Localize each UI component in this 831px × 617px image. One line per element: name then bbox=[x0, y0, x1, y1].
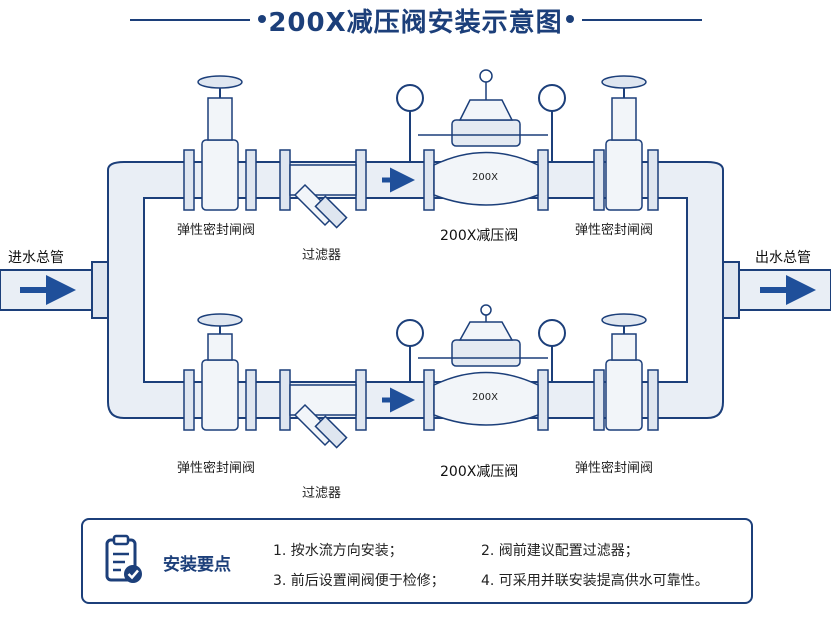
lower-prv-label: 200X减压阀 bbox=[440, 464, 519, 480]
lower-gate-valve-right-label: 弹性密封闸阀 bbox=[575, 461, 654, 476]
right-manifold-pipe bbox=[654, 161, 724, 419]
title-dot-right bbox=[566, 15, 574, 23]
outlet-tee-flange bbox=[722, 261, 740, 319]
upper-filter-label: 过滤器 bbox=[302, 248, 342, 263]
inlet-main-label: 进水总管 bbox=[8, 250, 64, 266]
lower-pressure-reducing-valve bbox=[396, 304, 566, 431]
title-bar: 200X减压阀安装示意图 bbox=[0, 0, 831, 44]
upper-gate-valve-right bbox=[593, 75, 659, 211]
title-rule-right bbox=[582, 19, 702, 21]
title-dot-left bbox=[258, 15, 266, 23]
installation-notes-box: 安装要点 1. 按水流方向安装； 2. 阀前建议配置过滤器； 3. 前后设置闸阀… bbox=[81, 518, 753, 604]
upper-pressure-reducing-valve bbox=[396, 69, 566, 211]
upper-filter bbox=[279, 149, 367, 229]
note-item-1: 1. 按水流方向安装； bbox=[273, 543, 403, 559]
left-manifold-pipe bbox=[107, 161, 191, 419]
clipboard-check-icon bbox=[105, 534, 142, 583]
note-item-3: 3. 前后设置闸阀便于检修； bbox=[273, 573, 445, 589]
upper-gate-valve-left-label: 弹性密封闸阀 bbox=[177, 223, 256, 238]
title-rule-left bbox=[130, 19, 250, 21]
lower-gate-valve-right bbox=[593, 313, 659, 431]
upper-gate-valve-left bbox=[183, 75, 257, 211]
lower-prv-body-mark: 200X bbox=[472, 392, 498, 403]
note-item-4: 4. 可采用并联安装提高供水可靠性。 bbox=[481, 573, 709, 589]
lower-filter-label: 过滤器 bbox=[302, 486, 342, 501]
note-item-2: 2. 阀前建议配置过滤器； bbox=[481, 543, 639, 559]
upper-branch-pipe bbox=[189, 161, 656, 199]
upper-prv-label: 200X减压阀 bbox=[440, 228, 519, 244]
lower-gate-valve-left bbox=[183, 313, 257, 431]
upper-gate-valve-right-label: 弹性密封闸阀 bbox=[575, 223, 654, 238]
lower-gate-valve-left-label: 弹性密封闸阀 bbox=[177, 461, 256, 476]
notes-heading: 安装要点 bbox=[163, 555, 231, 575]
page-title: 200X减压阀安装示意图 bbox=[268, 8, 563, 38]
lower-filter bbox=[279, 369, 367, 449]
outlet-main-label: 出水总管 bbox=[755, 250, 811, 266]
lower-branch-pipe bbox=[189, 381, 656, 419]
inlet-tee-flange bbox=[91, 261, 109, 319]
upper-prv-body-mark: 200X bbox=[472, 172, 498, 183]
